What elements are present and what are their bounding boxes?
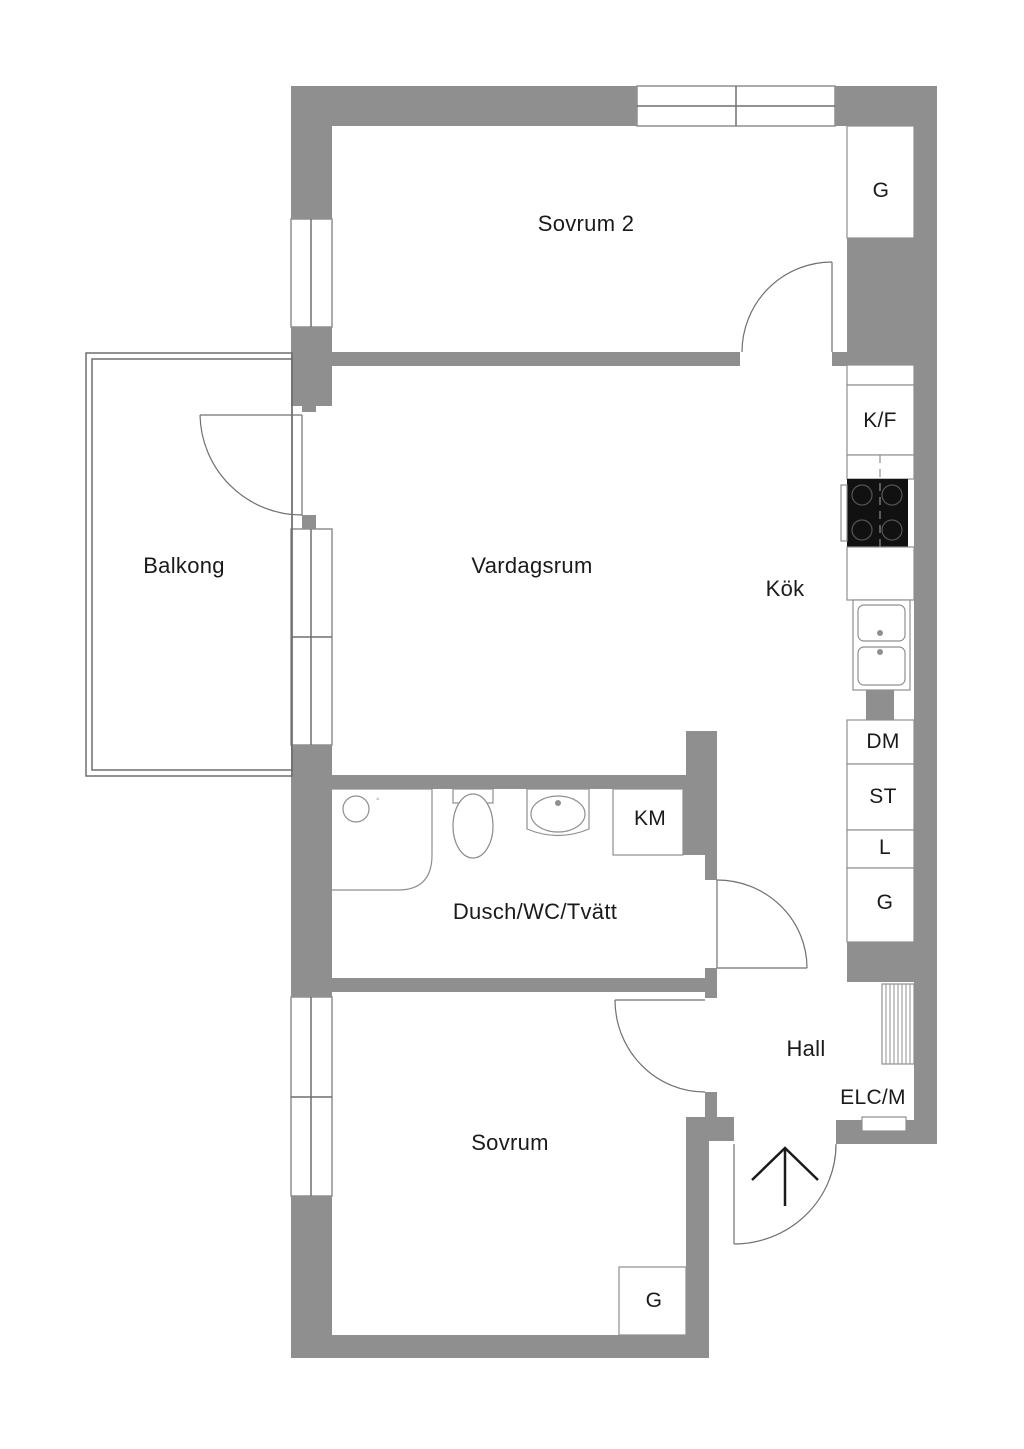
fixture-g-top: G <box>872 179 890 202</box>
fixture-kf: K/F <box>863 409 897 432</box>
hall-fixtures <box>618 983 915 1336</box>
kitchen-units <box>840 125 915 943</box>
toilet-icon <box>452 793 494 859</box>
fixture-l: L <box>879 836 891 859</box>
room-kok: Kök <box>765 576 805 601</box>
room-sovrum: Sovrum <box>471 1130 549 1155</box>
room-dusch: Dusch/WC/Tvätt <box>452 899 618 924</box>
fixture-g-kitchen: G <box>876 891 894 914</box>
bathroom-fixtures: ◦ <box>332 788 684 891</box>
svg-text:◦: ◦ <box>376 794 380 805</box>
room-hall: Hall <box>786 1036 826 1061</box>
balcony-outline <box>85 352 293 777</box>
stove-icon <box>847 479 908 547</box>
fixture-st: ST <box>869 785 897 808</box>
room-sovrum2: Sovrum 2 <box>537 211 635 236</box>
room-vardagsrum: Vardagsrum <box>471 553 593 578</box>
windows <box>290 85 836 1197</box>
fixture-elc: ELC/M <box>840 1086 906 1109</box>
walls <box>291 86 937 1358</box>
fixture-dm: DM <box>866 730 900 753</box>
electric-panel-icon <box>861 1116 907 1132</box>
doors <box>199 261 837 1245</box>
room-balkong: Balkong <box>143 553 225 578</box>
fixture-g-bottom: G <box>645 1289 663 1312</box>
shower-drain-icon <box>342 795 370 823</box>
fixture-km: KM <box>633 807 667 830</box>
